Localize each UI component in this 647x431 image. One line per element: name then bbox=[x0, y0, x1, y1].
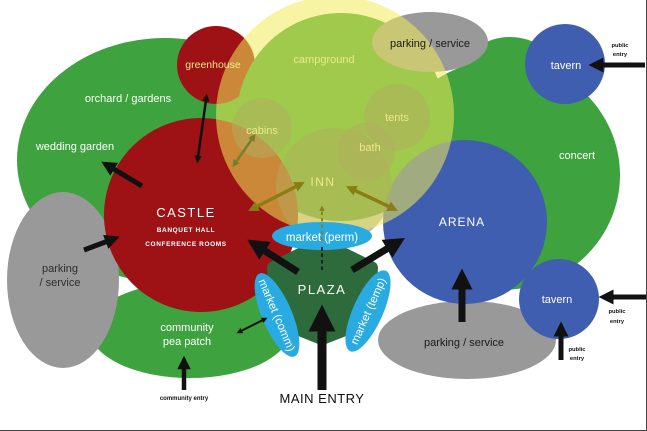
pea-patch-line1: community bbox=[160, 322, 214, 334]
public-entry-label-below: public entry bbox=[568, 347, 586, 362]
arrow-cabins-castle bbox=[232, 133, 256, 168]
public-entry-below-line2: entry bbox=[570, 356, 585, 362]
castle-label-group: CASTLE BANQUET HALL CONFERENCE ROOMS bbox=[145, 205, 227, 248]
public-entry-right-line2: entry bbox=[610, 319, 625, 325]
arena-label: ARENA bbox=[439, 215, 485, 229]
public-entry-top-line2: entry bbox=[613, 52, 628, 58]
cabins-label: cabins bbox=[246, 125, 278, 137]
public-entry-top-line1: public bbox=[611, 43, 629, 49]
greenhouse-label: greenhouse bbox=[185, 59, 241, 71]
orchard-gardens-label: orchard / gardens bbox=[85, 93, 172, 105]
arrow-inn-castle bbox=[248, 182, 305, 211]
bath-label: bath bbox=[359, 142, 380, 154]
arrow-plaza-arena bbox=[350, 237, 405, 273]
arrow-greenhouse-castle bbox=[194, 93, 210, 164]
parking-service-left-blob bbox=[7, 192, 119, 368]
market-comm-ellipse bbox=[254, 273, 300, 357]
arrow-parking-castle bbox=[83, 234, 120, 253]
community-entry-label: community entry bbox=[160, 396, 209, 402]
parking-service-bottom-blob bbox=[378, 301, 556, 379]
inn-label: INN bbox=[310, 175, 335, 189]
parking-left-line2: / service bbox=[40, 277, 81, 289]
tavern-bottom-circle bbox=[519, 259, 599, 339]
castle-banquet-label: BANQUET HALL bbox=[157, 227, 215, 234]
castle-conference-label: CONFERENCE ROOMS bbox=[145, 241, 227, 248]
market-perm-ellipse bbox=[272, 222, 372, 250]
tavern-bottom-label: tavern bbox=[542, 294, 573, 306]
main-entry-label: MAIN ENTRY bbox=[280, 391, 365, 406]
market-perm-label: market (perm) bbox=[286, 232, 358, 244]
arrow-plaza-castle bbox=[247, 239, 300, 275]
plaza-label: PLAZA bbox=[298, 282, 347, 297]
community-pea-patch-blob bbox=[90, 282, 290, 378]
tents-label: tents bbox=[385, 112, 409, 124]
wedding-garden-label: wedding garden bbox=[35, 141, 114, 153]
parking-top-label: parking / service bbox=[390, 38, 470, 50]
pea-patch-line2: pea patch bbox=[163, 336, 211, 348]
arrow-castle-wedding-garden bbox=[101, 161, 144, 189]
market-temp-ellipse bbox=[345, 270, 391, 352]
public-entry-below-line1: public bbox=[568, 347, 586, 353]
concert-label: concert bbox=[559, 150, 595, 162]
tavern-top-circle bbox=[525, 24, 605, 104]
campground-yellow-halo bbox=[216, 0, 454, 234]
parking-bottom-label: parking / service bbox=[424, 337, 504, 349]
tavern-top-label: tavern bbox=[551, 60, 582, 72]
public-entry-label-right: public entry bbox=[608, 309, 626, 325]
campground-label: campground bbox=[293, 54, 354, 66]
parking-left-label: parking / service bbox=[40, 263, 81, 289]
pea-patch-label: community pea patch bbox=[160, 322, 214, 348]
arrow-peapatch-market bbox=[236, 317, 268, 334]
public-entry-label-top: public entry bbox=[611, 43, 629, 58]
parking-left-line1: parking bbox=[42, 263, 78, 275]
public-entry-right-line1: public bbox=[608, 309, 626, 315]
arrow-inn-arena bbox=[346, 185, 398, 212]
castle-label: CASTLE bbox=[156, 205, 216, 220]
